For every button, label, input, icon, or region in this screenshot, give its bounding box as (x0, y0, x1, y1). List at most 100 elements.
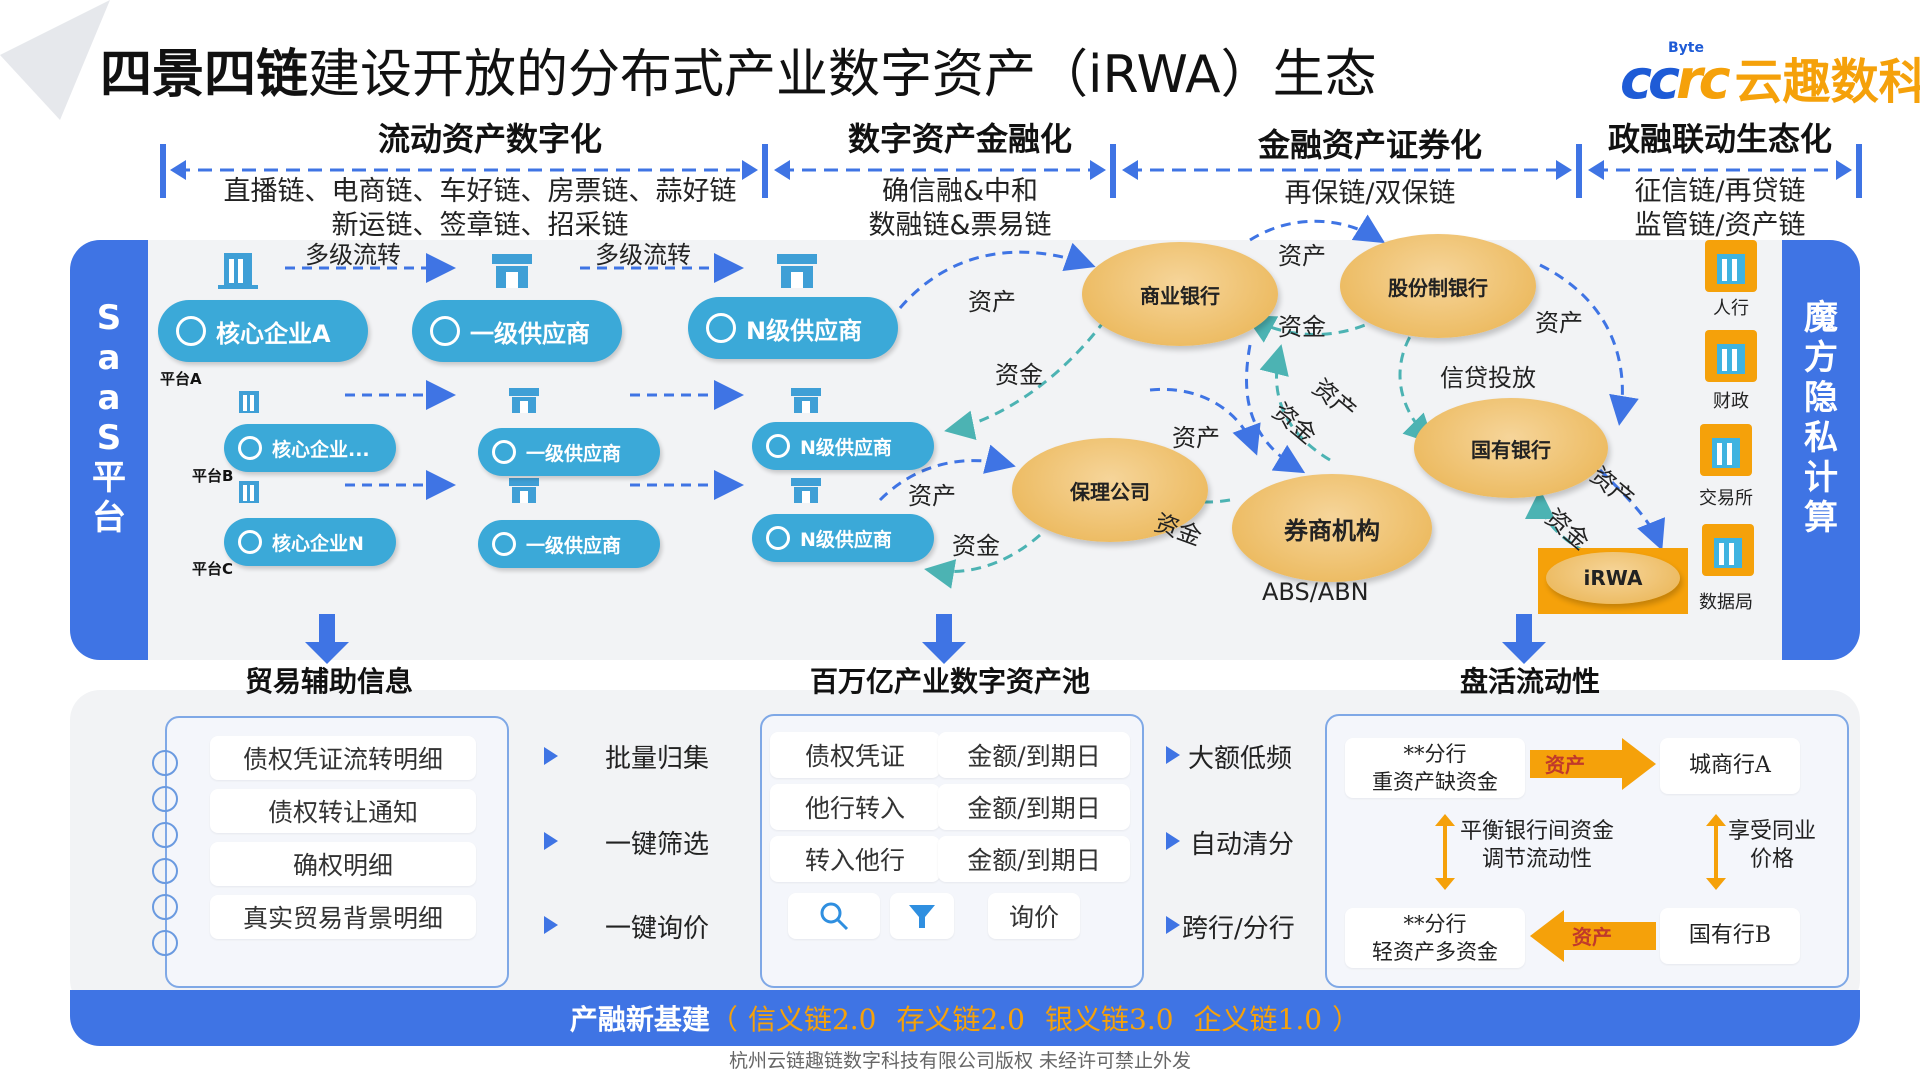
footer-close: ） (1332, 1003, 1361, 1036)
building-icon (239, 391, 259, 413)
bank-state-b[interactable]: 国有行B (1660, 908, 1800, 964)
section-liquidity: 盘活流动性 (1460, 665, 1601, 698)
pool-detail[interactable]: 金额/到期日 (938, 784, 1130, 830)
footer-lead: 产融新基建 (569, 1003, 710, 1036)
op-filter: 一键筛选 (605, 830, 710, 860)
up-down-arrow-icon (1706, 814, 1726, 890)
store-icon (777, 254, 817, 288)
feature-large-low-freq: 大额低频 (1188, 744, 1293, 774)
branch-heavy-asset[interactable]: **分行重资产缺资金 (1345, 738, 1525, 798)
feature-cross-bank: 跨行/分行 (1182, 914, 1295, 944)
gear-icon (238, 436, 262, 460)
node-core-c[interactable]: 核心企业N (224, 518, 396, 566)
gear-icon (492, 532, 516, 556)
factoring-company[interactable]: 保理公司 (1012, 438, 1208, 542)
pool-type[interactable]: 他行转入 (770, 784, 940, 830)
phase-sub-3a: 再保链/双保链 (1284, 178, 1456, 209)
phase-sub-4a: 征信链/再贷链 (1634, 176, 1806, 207)
store-icon (791, 478, 821, 503)
store-icon (791, 388, 821, 413)
phase-timeline (160, 144, 1862, 198)
interbank-price: 享受同业价格 (1728, 819, 1817, 872)
filter-button[interactable] (890, 893, 954, 939)
bank-state-owned[interactable]: 国有银行 (1414, 398, 1608, 498)
quote-button[interactable]: 询价 (988, 893, 1080, 939)
node-tiern-c[interactable]: N级供应商 (752, 514, 934, 562)
building-icon (218, 253, 258, 289)
gear-icon (238, 530, 262, 554)
section-trade-info: 贸易辅助信息 (245, 665, 414, 698)
edge-credit: 信贷投放 (1440, 364, 1536, 392)
edge-abs: ABS/ABN (1262, 578, 1369, 606)
bank-commercial[interactable]: 商业银行 (1082, 242, 1278, 346)
triangle-icon (1166, 746, 1180, 764)
trade-info-item[interactable]: 真实贸易背景明细 (210, 895, 476, 939)
gov-finance: 财政 (1713, 391, 1749, 412)
phase-title-4: 政融联动生态化 (1607, 120, 1832, 158)
gear-icon (766, 526, 790, 550)
node-tier1-b[interactable]: 一级供应商 (478, 428, 660, 476)
search-button[interactable] (788, 893, 880, 939)
broker-institution[interactable]: 券商机构 (1232, 474, 1432, 582)
branch-light-asset[interactable]: **分行轻资产多资金 (1345, 908, 1525, 968)
irwa-node[interactable]: iRWA (1546, 552, 1680, 604)
copyright-notice: 杭州云链趣链数字科技有限公司版权 未经许可禁止外发 (728, 1050, 1192, 1072)
triangle-icon (544, 916, 558, 934)
phase-sub-1b: 新运链、签章链、招采链 (331, 210, 629, 241)
pool-type[interactable]: 债权凭证 (770, 732, 940, 778)
down-arrow-icon (1502, 614, 1546, 664)
notebook-rings (152, 750, 178, 956)
store-icon (492, 254, 532, 288)
feature-auto-clearing: 自动清分 (1190, 830, 1295, 860)
phase-title-1: 流动资产数字化 (377, 120, 602, 158)
phase-title-3: 金融资产证券化 (1257, 126, 1482, 164)
privacy-computing-bar: 魔方隐私计算 (1782, 240, 1860, 660)
pool-detail[interactable]: 金额/到期日 (938, 836, 1130, 882)
edge-asset-3: 资产 (1535, 309, 1583, 337)
gov-data-bureau: 数据局 (1699, 592, 1753, 613)
pool-type[interactable]: 转入他行 (770, 836, 940, 882)
trade-info-item[interactable]: 确权明细 (210, 842, 476, 886)
gov-pboc: 人行 (1713, 298, 1749, 319)
trade-info-item[interactable]: 债权凭证流转明细 (210, 736, 476, 780)
edge-fund-5: 资金 (952, 532, 1000, 560)
platform-a-label: 平台A (160, 370, 202, 388)
store-icon (509, 478, 539, 503)
search-icon (820, 902, 849, 931)
gear-icon (706, 313, 736, 343)
phase-title-2: 数字资产金融化 (847, 120, 1072, 158)
op-quote: 一键询价 (605, 914, 710, 944)
title-bold: 四景四链 (100, 45, 309, 105)
page-title: 四景四链建设开放的分布式产业数字资产（iRWA）生态 (100, 40, 1377, 110)
trade-info-item[interactable]: 债权转让通知 (210, 789, 476, 833)
node-core-b[interactable]: 核心企业... (224, 424, 396, 472)
multi-level-label-1: 多级流转 (305, 241, 401, 269)
multi-level-label-2: 多级流转 (595, 241, 691, 269)
phase-sub-1a: 直播链、电商链、车好链、房票链、蒜好链 (223, 176, 737, 207)
node-tier1-a[interactable]: 一级供应商 (412, 300, 622, 362)
triangle-icon (544, 832, 558, 850)
building-icon (1705, 240, 1757, 292)
node-tiern-a[interactable]: N级供应商 (688, 297, 898, 359)
node-core-a[interactable]: 核心企业A (158, 300, 368, 362)
section-asset-pool: 百万亿产业数字资产池 (810, 665, 1091, 698)
building-icon (1702, 524, 1754, 576)
gear-icon (430, 316, 460, 346)
bank-city-a[interactable]: 城商行A (1660, 738, 1800, 794)
triangle-icon (1166, 916, 1180, 934)
gear-icon (766, 434, 790, 458)
up-down-arrow-icon (1435, 814, 1455, 890)
triangle-icon (1166, 832, 1180, 850)
bank-joint-stock[interactable]: 股份制银行 (1340, 234, 1536, 338)
platform-c-label: 平台C (192, 560, 234, 578)
corner-decoration (0, 0, 110, 120)
gov-exchange: 交易所 (1699, 488, 1753, 509)
pool-detail[interactable]: 金额/到期日 (938, 732, 1130, 778)
node-tier1-c[interactable]: 一级供应商 (478, 520, 660, 568)
chain-xinyi: 信义链2.0 (747, 1003, 877, 1036)
logo-mark: ccrc (1620, 48, 1731, 111)
edge-asset-2: 资产 (1278, 242, 1326, 270)
node-tiern-b[interactable]: N级供应商 (752, 422, 934, 470)
logo-byte: Byte (1668, 40, 1704, 56)
